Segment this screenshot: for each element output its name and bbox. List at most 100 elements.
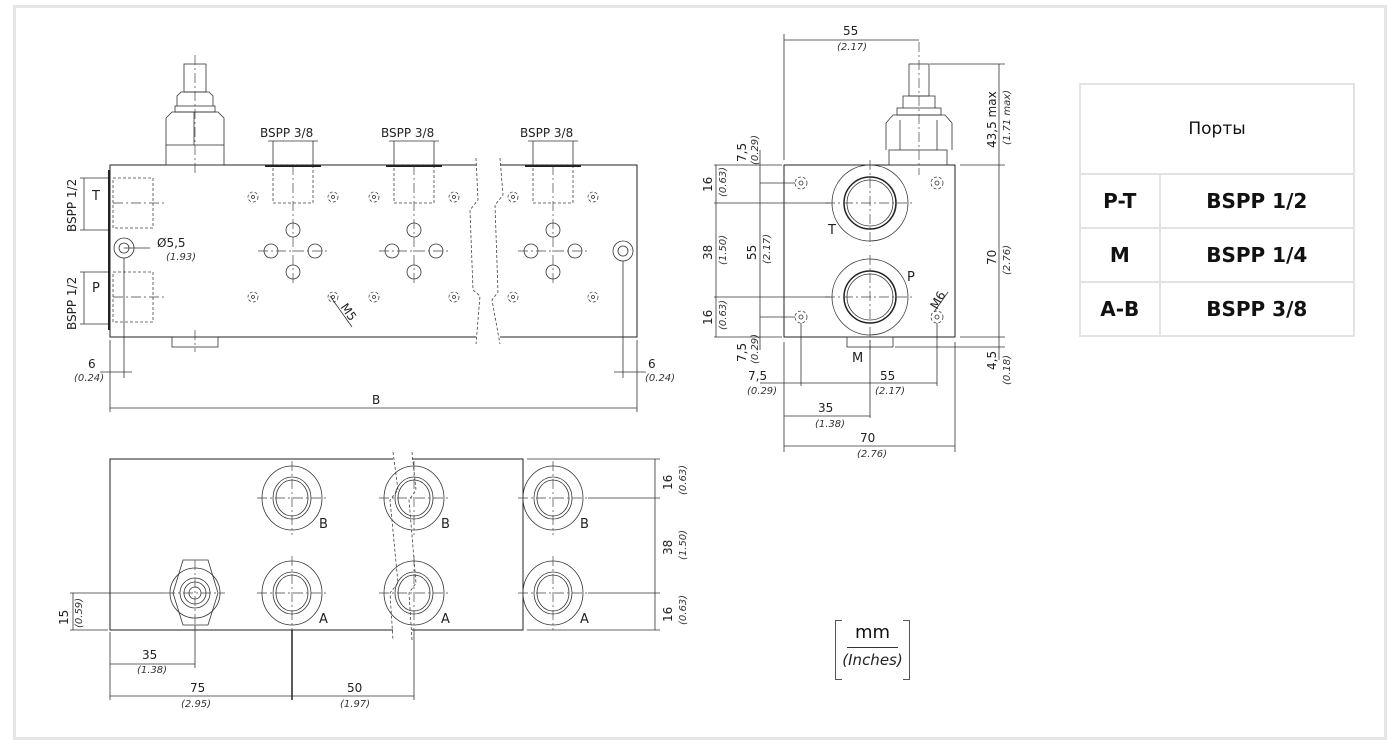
thread-cell: BSPP 1/2 [1158, 173, 1356, 229]
side-body [783, 164, 956, 338]
screw-hole-icon [587, 191, 599, 203]
break-line [491, 157, 504, 345]
side-bottom-7-5-in: (0.29) [747, 386, 777, 397]
bottom-left-15-in: (0.59) [74, 598, 85, 628]
units-denominator: (Inches) [842, 651, 903, 669]
front-edge-left-in: (0.24) [74, 373, 104, 384]
cartridge-icon [165, 55, 225, 175]
side-left-7-5-top: 7,5 [735, 143, 749, 162]
port-p-thread: BSPP 1/2 [65, 277, 79, 330]
bottom-right-38-in: (1.50) [678, 530, 689, 560]
port-t-thread: BSPP 1/2 [65, 179, 79, 232]
hole-diameter-in: (1.93) [166, 252, 196, 263]
bottom-right-16-bot-in: (0.63) [678, 595, 689, 625]
screw-m5-label: M5 [338, 301, 360, 324]
port-a: A [518, 556, 589, 630]
port-b: B [257, 461, 328, 535]
screw-hole-icon [587, 291, 599, 303]
side-bottom-55-in: (2.17) [875, 386, 905, 397]
side-left-55-in: (2.17) [762, 234, 773, 264]
side-left-16-bot: 16 [701, 310, 715, 325]
port-a-label: A [441, 612, 450, 627]
side-bottom-35: 35 [818, 401, 833, 415]
screw-hole-icon [507, 191, 519, 203]
side-cartridge-icon [885, 42, 953, 175]
port-b-label: B [441, 517, 450, 532]
side-width-in: (2.76) [857, 449, 887, 460]
port-b-label: B [580, 517, 589, 532]
screw-hole-icon [327, 191, 339, 203]
screw-hole-icon [930, 176, 944, 190]
side-left-16-top: 16 [701, 177, 715, 192]
valve-section: BSPP 3/8 [507, 126, 599, 303]
front-length-label: B [372, 393, 380, 407]
screw-hole-icon [247, 191, 259, 203]
screw-hole-icon [507, 291, 519, 303]
side-top-dim-in: (2.17) [837, 42, 867, 53]
side-view: T P M M6 55 (2.17) 43,5 max (1.71 max) 7… [701, 24, 1013, 460]
screw-hole-icon [368, 291, 380, 303]
screw-hole-icon [327, 291, 339, 303]
ports-table-title: Порты [1079, 83, 1355, 175]
bottom-dim-75-in: (2.95) [181, 699, 211, 710]
hole-diameter: Ø5,5 [157, 236, 186, 250]
port-a: A [257, 556, 328, 630]
bottom-dim-35: 35 [142, 648, 157, 662]
units-numerator: mm [854, 622, 891, 643]
side-bottom-offset-in: (0.18) [1002, 355, 1013, 385]
bottom-dim-50: 50 [347, 681, 362, 695]
units-legend: mm (Inches) [835, 620, 910, 680]
thread-label: BSPP 3/8 [520, 126, 573, 140]
side-port-t-label: T [827, 223, 836, 238]
side-left-55: 55 [745, 245, 759, 260]
screw-hole-icon [368, 191, 380, 203]
break-line [469, 157, 481, 345]
fraction-bar [847, 647, 898, 648]
bottom-right-16-top-in: (0.63) [678, 465, 689, 495]
side-left-16-top-in: (0.63) [718, 167, 729, 197]
side-left-16-bot-in: (0.63) [718, 300, 729, 330]
side-bottom-offset: 4,5 [985, 351, 999, 370]
side-top-dim: 55 [843, 24, 858, 38]
screw-hole-icon [794, 176, 808, 190]
thread-label: BSPP 3/8 [381, 126, 434, 140]
bracket-left [835, 620, 842, 680]
side-left-7-5-bot: 7,5 [735, 343, 749, 362]
bracket-right [903, 620, 910, 680]
port-cell: A-B [1079, 281, 1161, 337]
bottom-right-16-bot: 16 [661, 607, 675, 622]
port-a: A [379, 556, 450, 630]
side-height: 70 [985, 250, 999, 265]
side-bottom-55: 55 [880, 369, 895, 383]
port-b-label: B [319, 517, 328, 532]
side-left-7-5-top-in: (0.29) [750, 135, 761, 165]
screw-hole-icon [448, 191, 460, 203]
side-left-7-5-bot-in: (0.29) [750, 334, 761, 364]
valve-section: BSPP 3/8 [247, 126, 339, 303]
bottom-dim-75: 75 [190, 681, 205, 695]
front-view: T P BSPP 1/2 BSPP 1/2 Ø5,5 (1.93) BSPP 3… [65, 55, 675, 412]
side-height-max: 43,5 max [985, 91, 999, 148]
valve-section: BSPP 3/8 [368, 126, 460, 303]
side-bottom-7-5: 7,5 [748, 369, 767, 383]
side-height-max-in: (1.71 max) [1002, 90, 1013, 145]
port-b: B [379, 461, 450, 535]
port-cell: M [1079, 227, 1161, 283]
front-edge-right: 6 [648, 357, 656, 371]
port-b: B [518, 461, 589, 535]
side-left-38: 38 [701, 245, 715, 260]
side-bottom-35-in: (1.38) [815, 419, 845, 430]
front-edge-right-in: (0.24) [645, 373, 675, 384]
screw-m6-label: M6 [927, 289, 948, 312]
screw-hole-icon [247, 291, 259, 303]
thread-cell: BSPP 1/4 [1158, 227, 1356, 283]
port-a-label: A [319, 612, 328, 627]
thread-label: BSPP 3/8 [260, 126, 313, 140]
side-left-38-in: (1.50) [718, 235, 729, 265]
screw-hole-icon [448, 291, 460, 303]
bottom-right-38: 38 [661, 540, 675, 555]
